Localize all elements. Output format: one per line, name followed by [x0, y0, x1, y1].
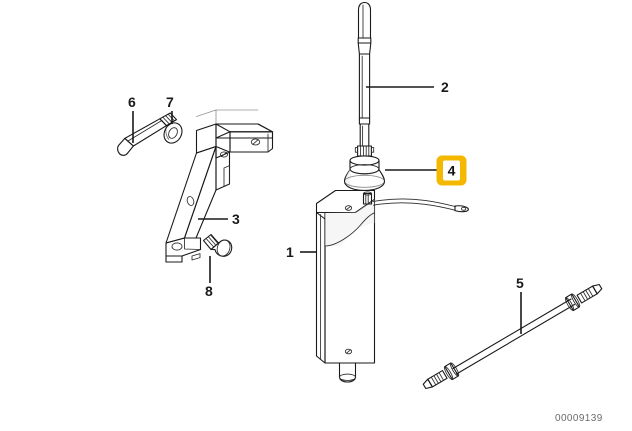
- callout-label-1: 1: [286, 244, 294, 260]
- highlight-box-inner: [443, 160, 460, 181]
- part-mounting-bracket: [165, 109, 274, 263]
- callout-label-7: 7: [166, 94, 174, 110]
- part-hex-head-bolt: [117, 112, 178, 156]
- callout-label-4: 4: [448, 163, 456, 179]
- callout-label-3: 3: [232, 211, 240, 227]
- part-antenna-lead-wire: [372, 198, 469, 213]
- callout-label-5: 5: [516, 275, 524, 291]
- part-code-label: 00009139: [555, 413, 603, 424]
- callout-label-8: 8: [205, 283, 213, 299]
- part-washer: [163, 122, 183, 144]
- callout-label-6: 6: [128, 94, 136, 110]
- part-antenna-amplifier-body: [315, 189, 376, 383]
- callout-label-2: 2: [441, 79, 449, 95]
- part-short-hex-bolt: [202, 233, 233, 257]
- callout-highlight-4[interactable]: 4: [436, 155, 467, 186]
- part-antenna-coaxial-cable: [422, 283, 603, 390]
